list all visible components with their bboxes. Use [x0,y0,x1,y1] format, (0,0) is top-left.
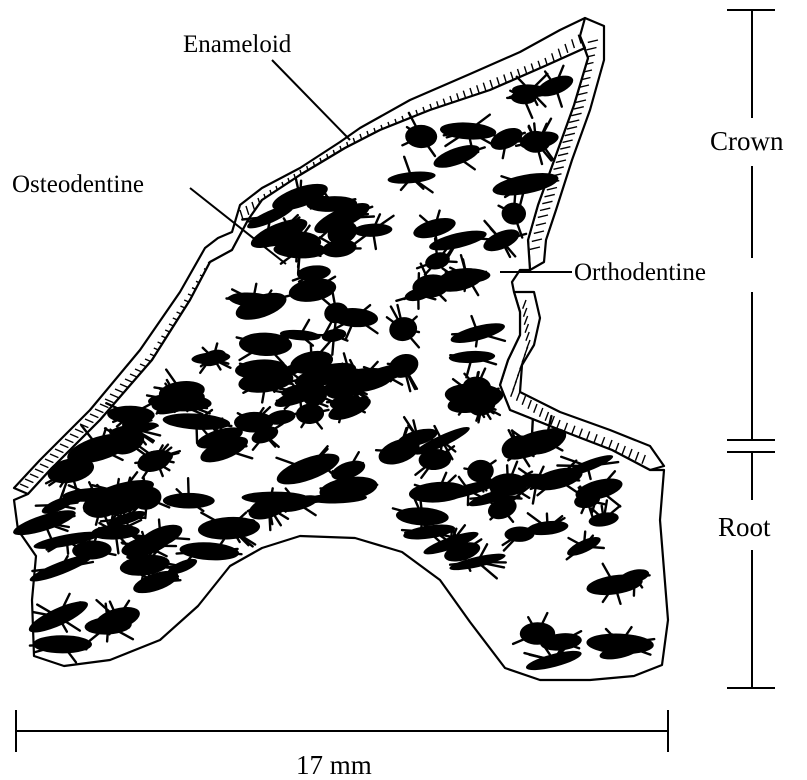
scale-length-label: 17 mm [296,750,372,780]
enameloid-leader [272,60,350,140]
root-label: Root [718,512,771,542]
enameloid-label: Enameloid [183,31,292,58]
horizontal-scale-bar [16,710,668,752]
osteodentine-label: Osteodentine [12,171,144,198]
vertical-scale-bar [727,10,775,688]
orthodentine-label: Orthodentine [574,259,706,286]
crown-label: Crown [710,126,784,156]
